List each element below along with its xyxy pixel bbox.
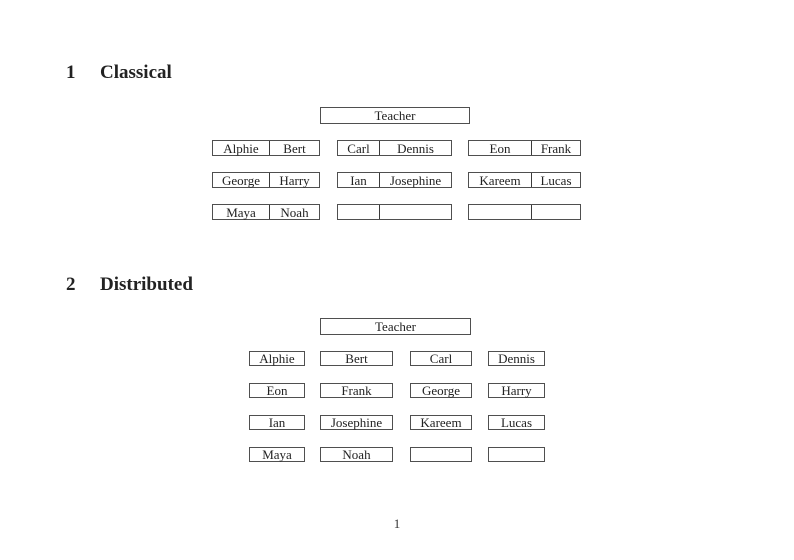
- desk-seat: Kareem: [479, 172, 521, 188]
- desk-seat: [338, 205, 379, 219]
- classical-desk: Carl Dennis: [337, 140, 452, 156]
- desk-seat: Eon: [489, 140, 511, 156]
- desk-seat: Lucas: [531, 173, 580, 187]
- distributed-seat: Frank: [320, 383, 393, 398]
- distributed-seat: Kareem: [410, 415, 472, 430]
- distributed-seat: Josephine: [320, 415, 393, 430]
- desk-seat: [379, 205, 451, 219]
- distributed-seat: Lucas: [488, 415, 545, 430]
- distributed-seat: George: [410, 383, 472, 398]
- distributed-seat: Noah: [320, 447, 393, 462]
- distributed-seat-empty: [488, 447, 545, 462]
- teacher-label: Teacher: [374, 107, 416, 123]
- classical-teacher-box: Teacher: [320, 107, 470, 124]
- distributed-seat: Dennis: [488, 351, 545, 366]
- classical-desk: Ian Josephine: [337, 172, 452, 188]
- teacher-label: Teacher: [375, 318, 416, 334]
- section-heading-distributed: 2 Distributed: [66, 274, 193, 296]
- desk-seat: [469, 205, 531, 219]
- desk-seat: Noah: [269, 205, 319, 219]
- classical-desk: Kareem Lucas: [468, 172, 581, 188]
- distributed-seat: Bert: [320, 351, 393, 366]
- section-number: 1: [66, 62, 76, 83]
- desk-seat: Harry: [269, 173, 319, 187]
- distributed-seat-empty: [410, 447, 472, 462]
- classical-desk: Eon Frank: [468, 140, 581, 156]
- desk-seat: George: [221, 172, 261, 188]
- classical-desk: George Harry: [212, 172, 320, 188]
- classical-desk: Maya Noah: [212, 204, 320, 220]
- section-heading-classical: 1 Classical: [66, 62, 172, 84]
- section-number: 2: [66, 274, 76, 295]
- distributed-seat: Ian: [249, 415, 305, 430]
- desk-seat: Maya: [226, 204, 256, 220]
- classical-desk-empty: [337, 204, 452, 220]
- desk-seat: Josephine: [379, 173, 451, 187]
- section-title: Classical: [100, 62, 172, 83]
- page-number: 1: [393, 516, 401, 531]
- classical-desk-empty: [468, 204, 581, 220]
- distributed-seat: Eon: [249, 383, 305, 398]
- distributed-seat: Carl: [410, 351, 472, 366]
- desk-seat: Frank: [531, 141, 580, 155]
- distributed-seat: Alphie: [249, 351, 305, 366]
- classical-desk: Alphie Bert: [212, 140, 320, 156]
- distributed-teacher-box: Teacher: [320, 318, 471, 335]
- distributed-seat: Maya: [249, 447, 305, 462]
- desk-seat: Alphie: [223, 140, 259, 156]
- desk-seat: Carl: [347, 140, 370, 156]
- section-title: Distributed: [100, 274, 193, 295]
- desk-seat: [531, 205, 580, 219]
- desk-seat: Ian: [350, 172, 367, 188]
- desk-seat: Dennis: [379, 141, 451, 155]
- distributed-seat: Harry: [488, 383, 545, 398]
- desk-seat: Bert: [269, 141, 319, 155]
